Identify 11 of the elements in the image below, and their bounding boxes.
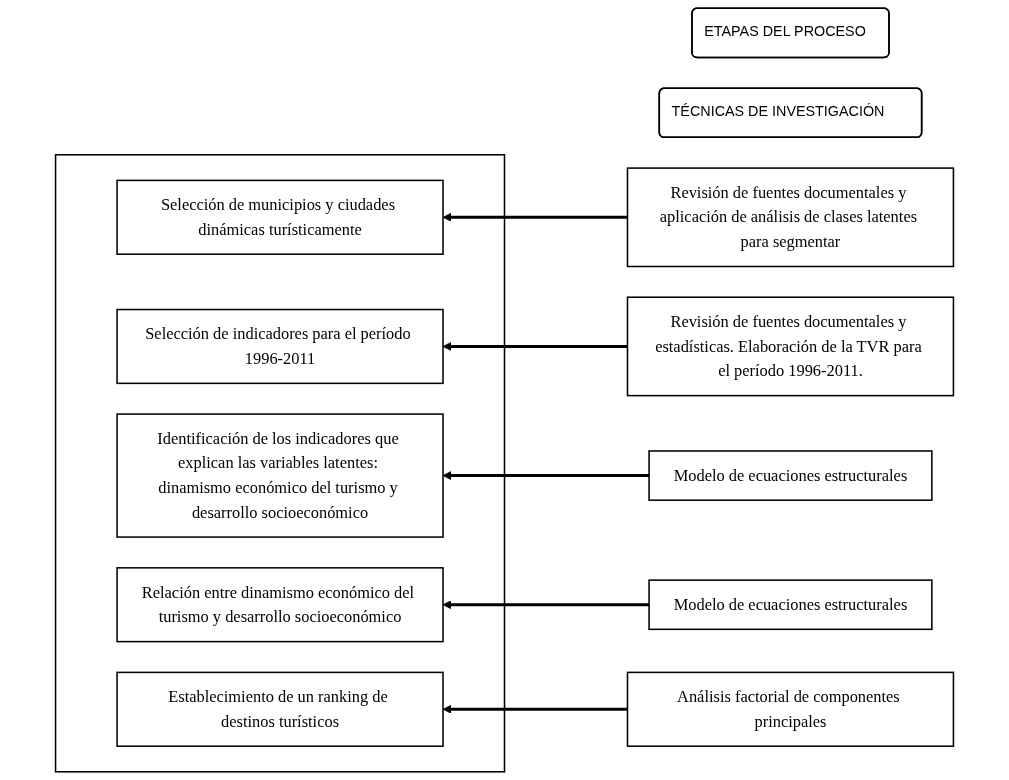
node-box: Revisión de fuentes documentales y estadísticas. Elaboración de la TVR para el período 1996-2011.: [626, 296, 955, 397]
node-box: Revisión de fuentes documentales y aplicación de análisis de clases latentes para segmentar: [626, 167, 955, 268]
node-box: Modelo de ecuaciones estructurales: [648, 579, 933, 631]
node-box: Identificación de los indicadores que explican las variables latentes: dinamismo económico del turismo y desarrollo socioeconómico: [116, 413, 444, 538]
node-box: Selección de indicadores para el período 1996-2011: [116, 308, 444, 385]
node-box: Selección de municipios y ciudades dinámicas turísticamente: [116, 179, 444, 255]
node-box: Análisis factorial de componentes principales: [626, 671, 955, 747]
node-box: Establecimiento de un ranking de destinos turísticos: [116, 671, 444, 747]
node-box: Relación entre dinamismo económico del turismo y desarrollo socioeconómico: [116, 567, 444, 643]
cluster: [54, 154, 506, 773]
node-box: Modelo de ecuaciones estructurales: [648, 450, 933, 501]
